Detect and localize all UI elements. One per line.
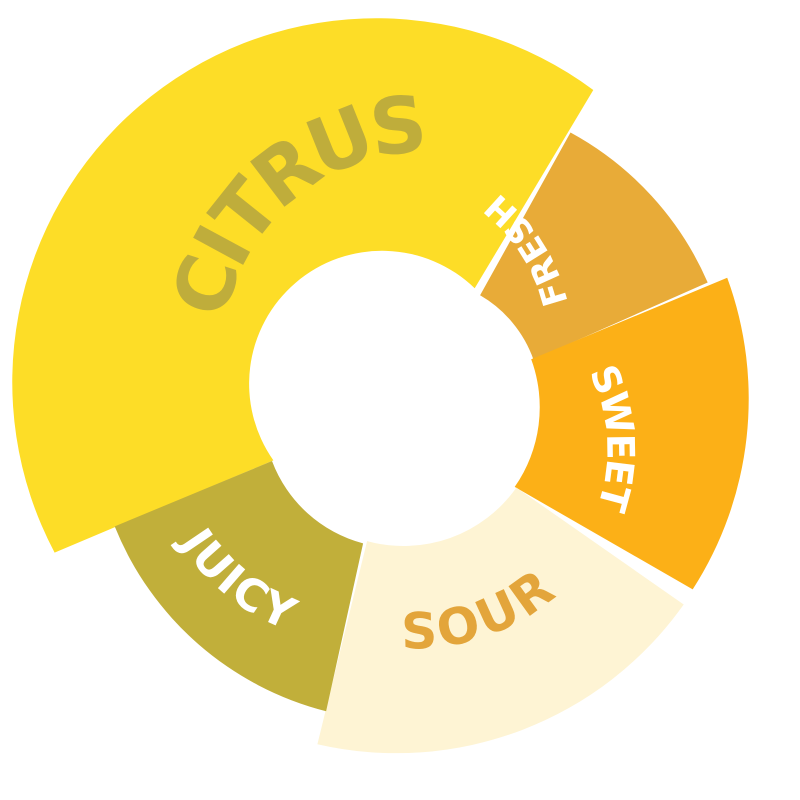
segment-sour	[317, 487, 684, 754]
segment-sweet	[514, 277, 749, 590]
center-hole	[272, 272, 528, 528]
segment-citrus	[12, 18, 594, 553]
segment-fresh	[480, 132, 708, 360]
segment-juicy	[114, 461, 364, 712]
